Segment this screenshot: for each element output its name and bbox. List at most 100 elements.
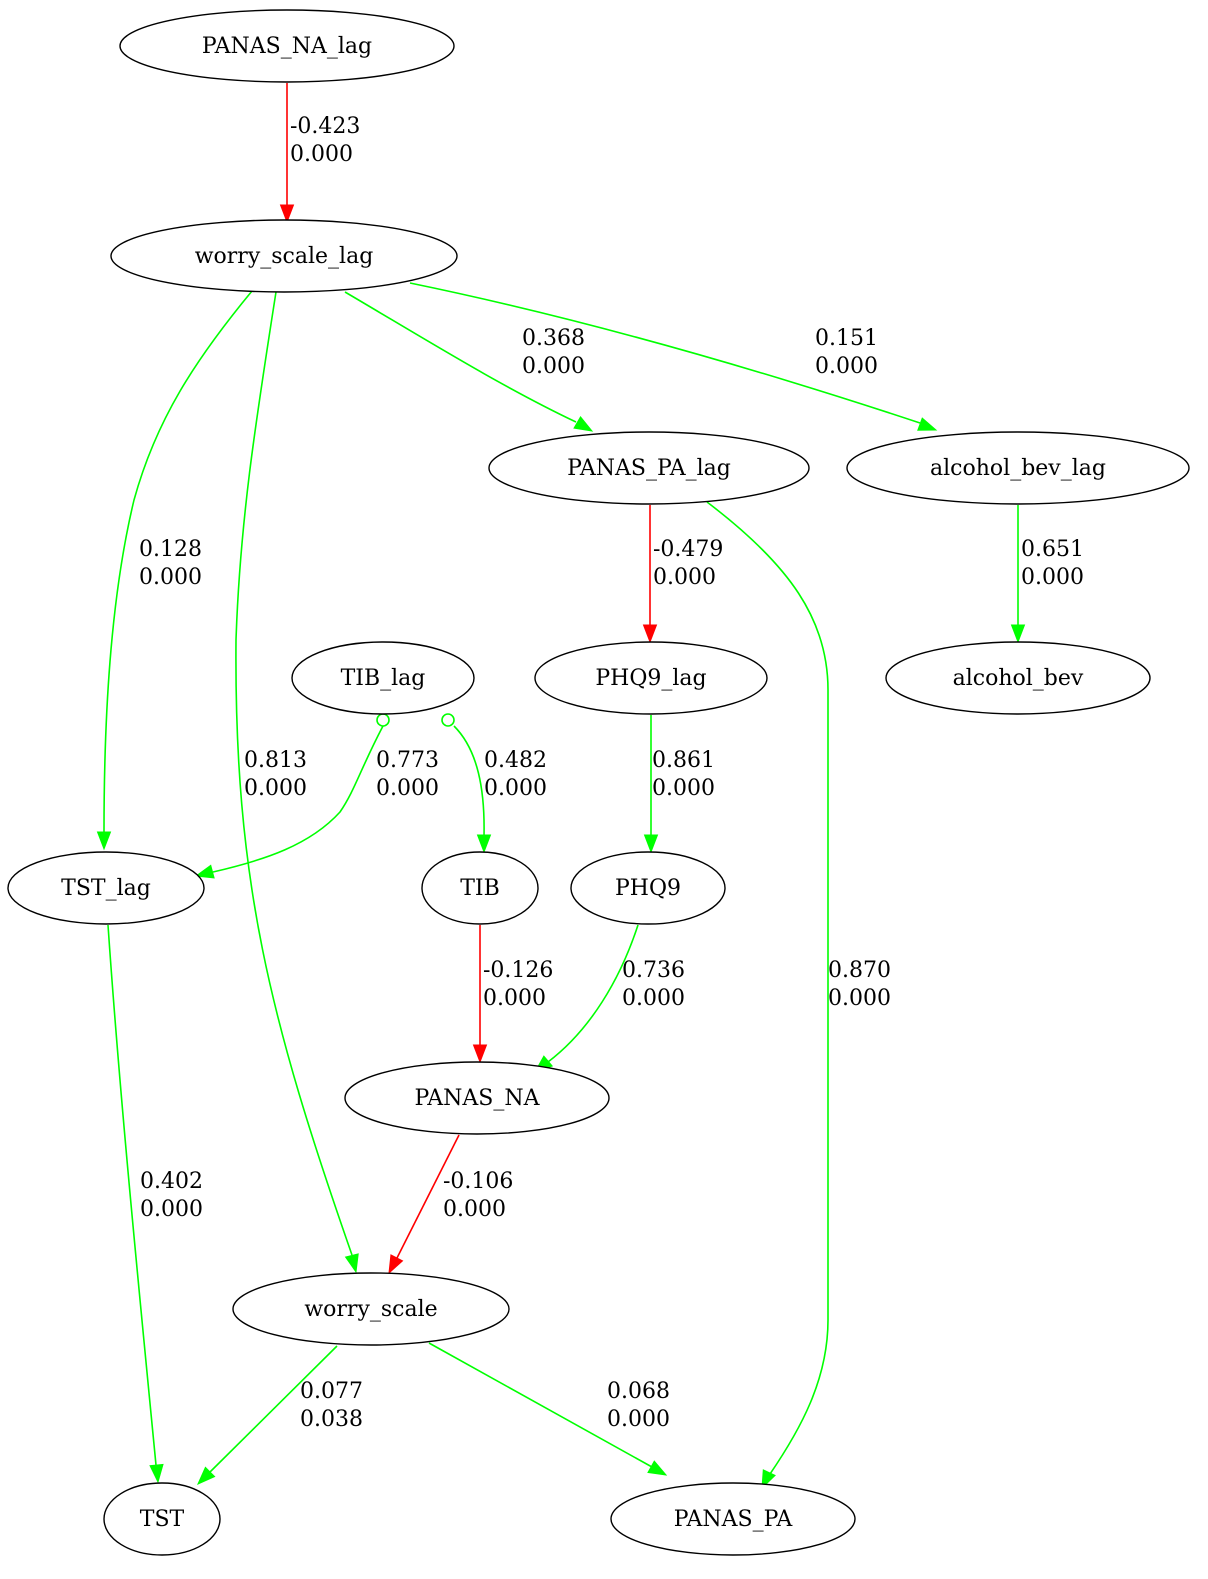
- node-shape: [885, 641, 1151, 715]
- edge-coefficient: 0.368: [522, 326, 585, 351]
- node-label: TIB_lag: [341, 666, 426, 691]
- edge-label: 0.861 0.000: [652, 748, 715, 801]
- node-shape: [846, 431, 1190, 505]
- arrowhead-icon: [642, 624, 658, 644]
- node-label: worry_scale_lag: [195, 244, 374, 269]
- arrowhead-icon: [647, 1460, 668, 1476]
- node-shape: [570, 851, 726, 925]
- edge-line: [209, 1345, 338, 1473]
- edge-p-value: 0.000: [607, 1407, 670, 1432]
- edge-label: 0.077 0.038: [300, 1379, 363, 1432]
- edge-worry_scale_lag-to-PANAS_PA_lag: 0.368 0.000: [344, 291, 594, 432]
- node-label: PHQ9_lag: [595, 666, 706, 691]
- edge-label: 0.068 0.000: [607, 1379, 670, 1432]
- node-shape: [610, 1482, 856, 1556]
- node-label: TIB: [460, 876, 500, 901]
- edge-p-value: 0.000: [443, 1197, 506, 1222]
- node-alcohol_bev_lag: alcohol_bev_lag: [846, 431, 1190, 505]
- edge-p-value: 0.000: [522, 354, 585, 379]
- edge-line: [409, 282, 921, 424]
- arrowhead-icon: [194, 864, 215, 879]
- node-shape: [103, 1482, 221, 1556]
- node-PANAS_NA: PANAS_NA: [344, 1061, 610, 1135]
- node-worry_scale_lag: worry_scale_lag: [110, 219, 458, 293]
- edge-p-value: 0.000: [653, 565, 716, 590]
- node-shape: [110, 219, 458, 293]
- arrowhead-icon: [96, 831, 112, 851]
- edge-worry_scale-to-PANAS_PA: 0.068 0.000: [428, 1342, 670, 1476]
- node-shape: [421, 851, 539, 925]
- node-shape: [534, 641, 768, 715]
- node-alcohol_bev: alcohol_bev: [885, 641, 1151, 715]
- node-label: PANAS_PA: [674, 1507, 794, 1532]
- node-shape: [488, 431, 810, 505]
- arrowhead-icon: [149, 1463, 164, 1484]
- edge-worry_scale-to-TST: 0.077 0.038: [197, 1345, 363, 1485]
- edge-label: 0.368 0.000: [522, 326, 585, 379]
- circle-tail-icon: [376, 713, 390, 727]
- node-label: PANAS_PA_lag: [567, 456, 731, 481]
- node-PANAS_PA: PANAS_PA: [610, 1482, 856, 1556]
- edge-p-value: 0.000: [1021, 565, 1084, 590]
- edge-coefficient: 0.813: [244, 748, 307, 773]
- edge-coefficient: 0.077: [300, 1379, 363, 1404]
- edge-worry_scale_lag-to-worry_scale: 0.813 0.000: [235, 291, 359, 1274]
- edge-p-value: 0.000: [376, 776, 439, 801]
- edge-line: [706, 501, 829, 1475]
- edge-coefficient: 0.651: [1021, 537, 1084, 562]
- node-PANAS_NA_lag: PANAS_NA_lag: [119, 9, 455, 83]
- edge-coefficient: 0.068: [607, 1379, 670, 1404]
- node-TST: TST: [103, 1482, 221, 1556]
- node-shape: [119, 9, 455, 83]
- node-shape: [291, 641, 475, 715]
- edge-p-value: 0.000: [139, 565, 202, 590]
- edge-line: [453, 725, 485, 837]
- edge-line: [107, 924, 157, 1466]
- node-TST_lag: TST_lag: [7, 851, 205, 925]
- edge-label: 0.651 0.000: [1021, 537, 1084, 590]
- edge-p-value: 0.000: [483, 986, 546, 1011]
- arrowhead-icon: [388, 1254, 404, 1275]
- node-PHQ9_lag: PHQ9_lag: [534, 641, 768, 715]
- node-label: TST: [140, 1507, 185, 1532]
- edge-coefficient: 0.482: [484, 748, 547, 773]
- edge-alcohol_bev_lag-to-alcohol_bev: 0.651 0.000: [1010, 505, 1084, 644]
- arrowhead-icon: [472, 1044, 488, 1064]
- arrowhead-icon: [917, 417, 938, 431]
- arrowhead-icon: [197, 1466, 216, 1485]
- edge-line: [344, 291, 577, 423]
- arrowhead-icon: [476, 834, 492, 854]
- edge-coefficient: -0.423: [290, 114, 360, 139]
- arrowhead-icon: [761, 1469, 776, 1490]
- edge-p-value: 0.000: [652, 776, 715, 801]
- edge-p-value: 0.000: [815, 354, 878, 379]
- node-label: alcohol_bev: [953, 666, 1084, 691]
- edge-coefficient: 0.861: [652, 748, 715, 773]
- edge-line: [396, 1134, 460, 1259]
- edge-p-value: 0.038: [300, 1407, 363, 1432]
- node-worry_scale: worry_scale: [232, 1272, 510, 1346]
- edge-p-value: 0.000: [622, 986, 685, 1011]
- node-TIB: TIB: [421, 851, 539, 925]
- edge-line: [547, 924, 639, 1063]
- edge-p-value: 0.000: [244, 776, 307, 801]
